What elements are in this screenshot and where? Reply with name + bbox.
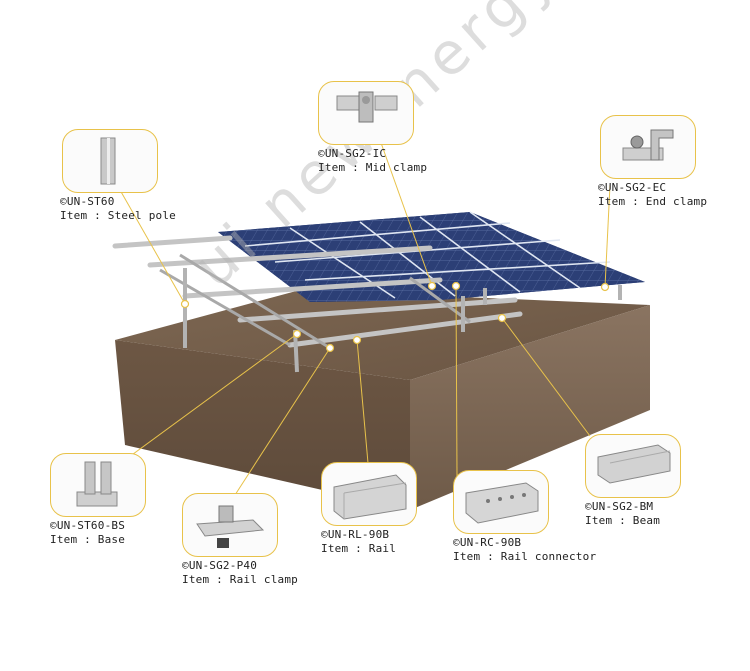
rail-clamp-icon bbox=[182, 493, 278, 557]
component-item: Item : Beam bbox=[585, 514, 661, 527]
rails bbox=[112, 235, 523, 348]
component-item: Item : Rail bbox=[321, 542, 397, 555]
component-code: ©UN-SG2-P40 bbox=[182, 559, 258, 572]
mid-clamp-icon bbox=[318, 81, 414, 145]
soil-side bbox=[410, 305, 650, 510]
base-icon bbox=[50, 453, 146, 517]
steel-pole-icon bbox=[62, 129, 158, 193]
component-item: Item : End clamp bbox=[598, 195, 708, 208]
component-code: ©UN-RL-90B bbox=[321, 528, 390, 541]
component-code: ©UN-RC-90B bbox=[453, 536, 522, 549]
component-item: Item : Rail connector bbox=[453, 550, 597, 563]
component-code: ©UN-SG2-BM bbox=[585, 500, 654, 513]
component-code: ©UN-ST60 bbox=[60, 195, 115, 208]
component-item: Item : Rail clamp bbox=[182, 573, 298, 586]
leader-lines bbox=[119, 139, 611, 496]
component-item: Item : Base bbox=[50, 533, 126, 546]
panel-array bbox=[218, 211, 645, 302]
component-code: ©UN-ST60-BS bbox=[50, 519, 126, 532]
beams bbox=[159, 253, 471, 350]
rail-icon bbox=[321, 462, 417, 526]
component-item: Item : Steel pole bbox=[60, 209, 176, 222]
component-item: Item : Mid clamp bbox=[318, 161, 428, 174]
beam-icon bbox=[585, 434, 681, 498]
component-code: ©UN-SG2-EC bbox=[598, 181, 667, 194]
leader-dots bbox=[180, 281, 610, 353]
rail-connector-icon bbox=[453, 470, 549, 534]
end-clamp-icon bbox=[600, 115, 696, 179]
component-code: ©UN-SG2-IC bbox=[318, 147, 387, 160]
